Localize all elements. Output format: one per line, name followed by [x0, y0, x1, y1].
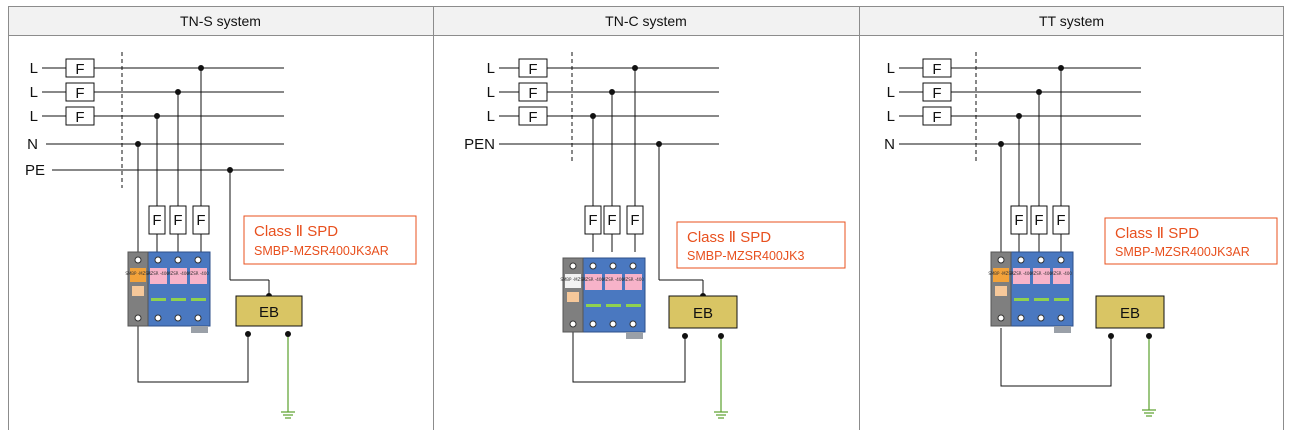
panel-divider [859, 6, 860, 430]
line-label: L [887, 60, 895, 77]
module-label: MZSR -400 [602, 277, 624, 282]
eb-label: EB [1120, 305, 1140, 322]
fuse-label: F [588, 212, 597, 229]
fuse-label: F [1056, 212, 1065, 229]
tt-diagram: L L L N F F F F F F [884, 52, 1278, 417]
line-label: PEN [464, 136, 495, 153]
line-label: L [30, 108, 38, 125]
module-label: MZSR -400 [1030, 271, 1052, 276]
spd-info-box [676, 221, 846, 269]
fuse-label: F [196, 212, 205, 229]
fuse-label: F [528, 85, 537, 102]
spd-model-label: SMBP-MZSR400JK3AR [254, 244, 389, 258]
panel-divider [433, 6, 434, 430]
tn-c-diagram: L L L PEN F F F F F [464, 52, 846, 419]
module-label: SMBP -MZSR [988, 271, 1014, 276]
fuse-label: F [528, 61, 537, 78]
panel-divider [1283, 6, 1284, 430]
panel-title-tn-c: TN-C system [433, 6, 859, 36]
spd-unit: SMBP -MZSR MZSR -400 MZSR -400 MZSR -400 [988, 251, 1074, 333]
line-label: N [27, 136, 38, 153]
fuse-label: F [75, 85, 84, 102]
fuse-label: F [152, 212, 161, 229]
fuse-label: F [75, 61, 84, 78]
module-label: MZSR -400 [167, 271, 189, 276]
spd-class-label: Class Ⅱ SPD [1115, 225, 1199, 242]
spd-model-label: SMBP-MZSR400JK3AR [1115, 245, 1250, 259]
tn-s-diagram: L L L N PE [25, 52, 417, 419]
eb-box [1095, 295, 1165, 329]
module-label: MZSR -400 [187, 271, 209, 276]
panel-divider [8, 6, 9, 430]
spd-unit: SMBP -MZSR MZSR -400 MZSR -400 MZSR -400 [560, 257, 646, 339]
fuse-label: F [1014, 212, 1023, 229]
fuse-label: F [75, 109, 84, 126]
module-label: MZSR -400 [1050, 271, 1072, 276]
spd-unit: SMBP -MZSR MZSR -400 MZSR -400 MZSR -400 [125, 251, 211, 333]
fuse-label: F [528, 109, 537, 126]
diagram-frame: TN-S system TN-C system TT system L L L … [8, 6, 1284, 430]
fuse-label: F [932, 109, 941, 126]
line-label: L [30, 84, 38, 101]
module-label: MZSR -400 [1010, 271, 1032, 276]
module-label: SMBP -MZSR [560, 277, 586, 282]
spd-model-label: SMBP-MZSR400JK3 [687, 249, 804, 263]
eb-label: EB [259, 304, 279, 321]
module-label: SMBP -MZSR [125, 271, 151, 276]
panel-title-tt: TT system [859, 6, 1284, 36]
module-label: MZSR -400 [622, 277, 644, 282]
line-label: L [30, 60, 38, 77]
fuse-label: F [173, 212, 182, 229]
fuse-label: F [932, 61, 941, 78]
line-label: L [487, 84, 495, 101]
line-label: N [884, 136, 895, 153]
eb-box [235, 295, 303, 327]
spd-class-label: Class Ⅱ SPD [687, 229, 771, 246]
fuse-label: F [932, 85, 941, 102]
panel-title-tn-s: TN-S system [8, 6, 433, 36]
eb-box [668, 295, 738, 329]
spd-info-box [243, 215, 417, 265]
fuse-label: F [630, 212, 639, 229]
eb-label: EB [693, 305, 713, 322]
line-label: L [487, 60, 495, 77]
line-label: L [887, 84, 895, 101]
fuse-label: F [607, 212, 616, 229]
module-label: MZSR -400 [582, 277, 604, 282]
spd-class-label: Class Ⅱ SPD [254, 223, 338, 240]
line-label: PE [25, 162, 45, 179]
line-label: L [887, 108, 895, 125]
spd-info-box [1104, 217, 1278, 265]
fuse-label: F [1034, 212, 1043, 229]
module-label: MZSR -400 [147, 271, 169, 276]
line-label: L [487, 108, 495, 125]
